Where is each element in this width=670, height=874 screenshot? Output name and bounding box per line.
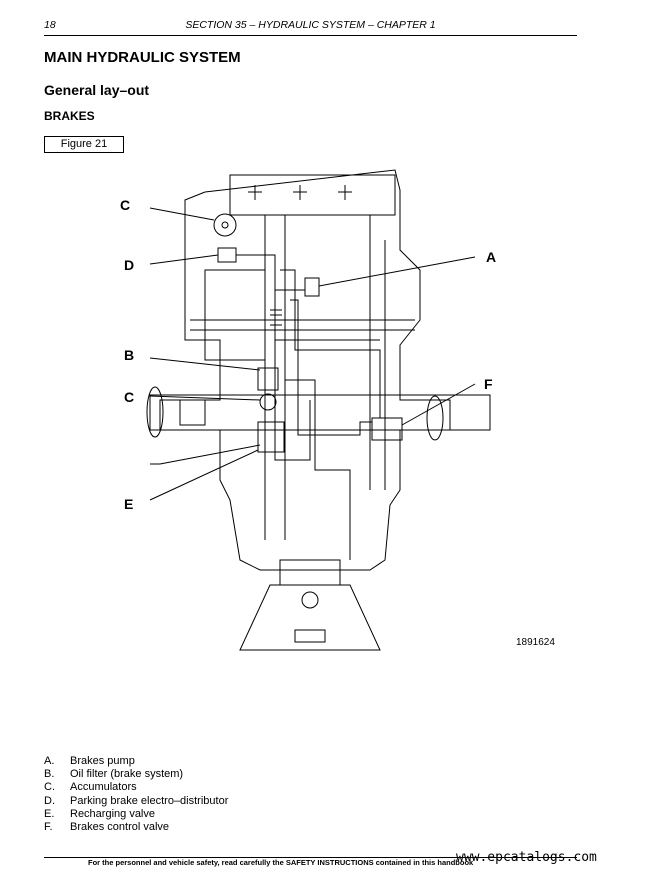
section-title: SECTION 35 – HYDRAULIC SYSTEM – CHAPTER …	[185, 19, 436, 31]
callout-f: F	[484, 376, 493, 392]
legend-letter: D.	[44, 794, 55, 807]
figure-label: Figure 21	[44, 136, 124, 153]
front-axle	[149, 394, 491, 431]
oil-filter	[257, 367, 279, 391]
parking-brake-distributor	[217, 247, 237, 263]
legend-letter: C.	[44, 781, 55, 794]
figure-code: 1891624	[516, 637, 555, 648]
brake-system-diagram	[146, 169, 491, 651]
sub-title: General lay–out	[44, 82, 150, 98]
legend-item: C. Accumulators	[44, 781, 228, 794]
main-title: MAIN HYDRAULIC SYSTEM	[44, 49, 241, 66]
callout-b: B	[124, 347, 135, 363]
accumulator-mid	[259, 393, 277, 411]
page-number: 18	[44, 19, 56, 31]
page-header: 18 SECTION 35 – HYDRAULIC SYSTEM – CHAPT…	[44, 18, 577, 36]
leader-f	[401, 383, 476, 426]
top-crossmember	[229, 174, 396, 216]
chassis-outline	[159, 169, 451, 571]
leader-c-top	[149, 207, 215, 221]
footer-safety-note: For the personnel and vehicle safety, re…	[88, 858, 474, 867]
leader-c-mid	[149, 395, 261, 401]
legend-letter: A.	[44, 755, 55, 767]
legend-item: F. Brakes control valve	[44, 821, 228, 834]
recharging-valve	[257, 421, 285, 453]
brakes-control-valve	[371, 417, 403, 441]
legend-item: B. Oil filter (brake system)	[44, 768, 228, 781]
engine-block	[204, 269, 266, 361]
legend-text: Recharging valve	[70, 807, 155, 820]
legend-letter: F.	[44, 821, 53, 834]
group-title: BRAKES	[44, 109, 95, 123]
footer-divider	[44, 857, 577, 858]
legend-text: Accumulators	[70, 781, 137, 794]
callout-e: E	[124, 496, 134, 512]
legend: A. Brakes pump B. Oil filter (brake syst…	[44, 755, 228, 834]
leader-a	[318, 256, 476, 287]
legend-item: D. Parking brake electro–distributor	[44, 795, 228, 808]
brakes-pump	[304, 277, 320, 297]
leader-d	[149, 254, 219, 265]
accumulator-top	[213, 213, 237, 237]
legend-text: Brakes control valve	[70, 821, 170, 834]
legend-text: Brakes pump	[70, 755, 135, 767]
callout-a: A	[486, 249, 497, 265]
legend-letter: E.	[44, 807, 55, 820]
legend-item: E. Recharging valve	[44, 808, 228, 821]
callout-d: D	[124, 257, 135, 273]
legend-letter: B.	[44, 768, 55, 781]
leader-b	[149, 357, 261, 371]
legend-item: A. Brakes pump	[44, 755, 228, 768]
legend-text: Oil filter (brake system)	[70, 768, 184, 781]
callout-c-top: C	[120, 197, 131, 213]
watermark: www.epcatalogs.com	[456, 850, 597, 865]
callout-c-mid: C	[124, 389, 135, 405]
legend-text: Parking brake electro–distributor	[70, 794, 229, 807]
